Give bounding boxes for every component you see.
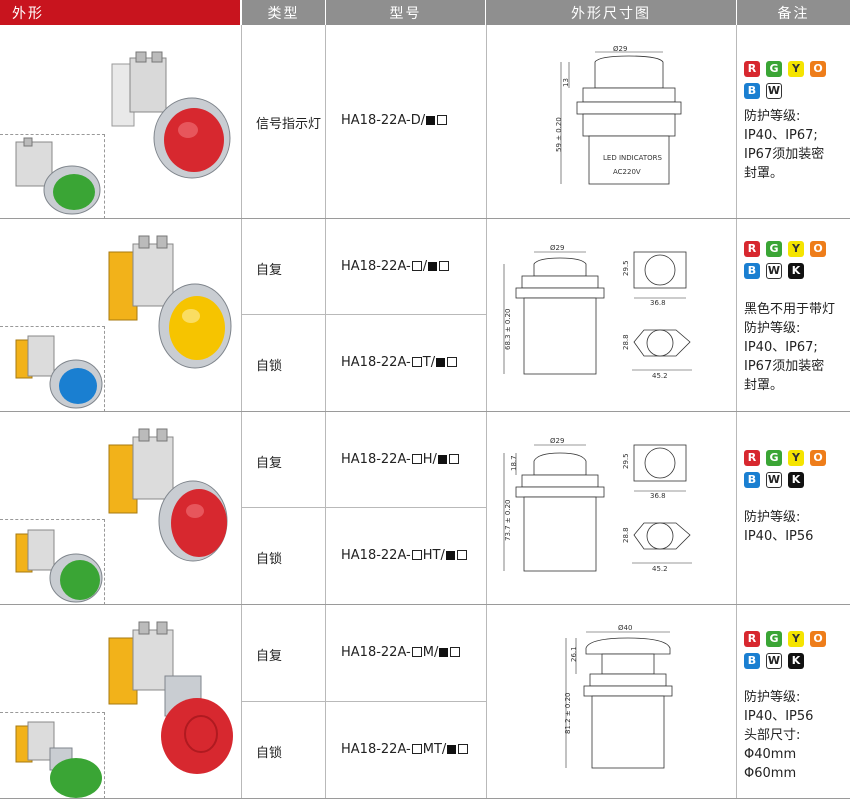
- type-latching-row4: 自锁: [256, 746, 283, 761]
- dimension-drawing-mushroom-button: Ø40 26.1 81.2 ± 0.20: [564, 624, 673, 769]
- svg-text:AC220V: AC220V: [613, 168, 641, 176]
- svg-text:Ø40: Ø40: [618, 624, 632, 632]
- model-signal-lamp: HA18-22A-D/: [341, 113, 448, 128]
- product-image-indicator-small: [15, 137, 101, 215]
- svg-text:Ø29: Ø29: [550, 437, 564, 445]
- color-chip-b: B: [744, 653, 760, 669]
- svg-text:LED INDICATORS: LED INDICATORS: [603, 154, 662, 162]
- type-momentary-row4: 自复: [256, 649, 283, 664]
- svg-text:36.8: 36.8: [650, 299, 666, 307]
- dimension-drawing-extended-button: Ø29 18.7 73.7 ± 0.20 29.5 36.8 28.8 45.2: [503, 437, 692, 573]
- color-chip-g: G: [766, 450, 782, 466]
- header-model: 型号: [326, 0, 485, 25]
- header-appearance: 外形: [0, 0, 240, 25]
- type-momentary-row2: 自复: [256, 263, 283, 278]
- color-chip-k: K: [788, 653, 804, 669]
- svg-text:45.2: 45.2: [652, 372, 668, 380]
- dimension-drawing-signal-lamp: Ø29 LED INDICATORS AC220V 13 59 ± 0.20: [555, 45, 682, 185]
- remarks-row3: 防护等级:IP40、IP56: [744, 510, 814, 544]
- color-chip-o: O: [810, 450, 826, 466]
- model-momentary-row4: HA18-22A-M/: [341, 645, 461, 660]
- color-chip-w: W: [766, 653, 782, 669]
- product-image-extended-button-small: [15, 529, 103, 603]
- color-chip-g: G: [766, 61, 782, 77]
- svg-text:36.8: 36.8: [650, 492, 666, 500]
- model-latching-row2: HA18-22A-T/: [341, 355, 458, 370]
- product-image-flush-button-small: [15, 335, 103, 409]
- color-chip-w: W: [766, 263, 782, 279]
- color-chip-o: O: [810, 241, 826, 257]
- svg-text:68.3 ± 0.20: 68.3 ± 0.20: [504, 309, 512, 351]
- color-chip-k: K: [788, 472, 804, 488]
- model-latching-row3: HA18-22A-HT/: [341, 548, 468, 563]
- type-latching-row2: 自锁: [256, 359, 283, 374]
- color-chip-r: R: [744, 61, 760, 77]
- svg-text:28.8: 28.8: [622, 334, 630, 350]
- color-chip-b: B: [744, 472, 760, 488]
- svg-text:13: 13: [562, 78, 570, 87]
- color-chip-w: W: [766, 83, 782, 99]
- svg-text:Ø29: Ø29: [550, 244, 564, 252]
- remarks-row2: 黑色不用于带灯防护等级:IP40、IP67;IP67须加装密封罩。: [744, 302, 836, 393]
- color-chip-g: G: [766, 241, 782, 257]
- color-chip-w: W: [766, 472, 782, 488]
- color-chip-r: R: [744, 450, 760, 466]
- svg-text:26.1: 26.1: [570, 646, 578, 662]
- color-chip-y: Y: [788, 631, 804, 647]
- product-image-flush-button-large: [108, 235, 232, 369]
- remarks-row1: 防护等级:IP40、IP67;IP67须加装密封罩。: [744, 109, 825, 181]
- type-latching-row3: 自锁: [256, 552, 283, 567]
- svg-text:29.5: 29.5: [622, 453, 630, 469]
- header-remarks: 备注: [737, 0, 850, 25]
- product-image-extended-button-large: [108, 428, 228, 562]
- color-chip-r: R: [744, 241, 760, 257]
- color-chip-y: Y: [788, 241, 804, 257]
- svg-text:59 ± 0.20: 59 ± 0.20: [555, 117, 563, 152]
- header-dimensions: 外形尺寸图: [486, 0, 736, 25]
- color-chip-o: O: [810, 631, 826, 647]
- color-chip-k: K: [788, 263, 804, 279]
- color-chip-y: Y: [788, 450, 804, 466]
- svg-text:45.2: 45.2: [652, 565, 668, 573]
- color-chip-o: O: [810, 61, 826, 77]
- color-chip-y: Y: [788, 61, 804, 77]
- header-type: 类型: [242, 0, 325, 25]
- type-momentary-row3: 自复: [256, 456, 283, 471]
- product-image-indicator-large: [111, 51, 231, 179]
- color-chip-r: R: [744, 631, 760, 647]
- svg-text:28.8: 28.8: [622, 527, 630, 543]
- type-signal-lamp: 信号指示灯: [256, 117, 322, 132]
- model-latching-row4: HA18-22A-MT/: [341, 742, 469, 757]
- svg-text:81.2 ± 0.20: 81.2 ± 0.20: [564, 693, 572, 735]
- model-momentary-row3: HA18-22A-H/: [341, 452, 460, 467]
- color-chip-b: B: [744, 263, 760, 279]
- color-chip-g: G: [766, 631, 782, 647]
- svg-text:18.7: 18.7: [510, 455, 518, 471]
- color-chip-b: B: [744, 83, 760, 99]
- svg-text:29.5: 29.5: [622, 260, 630, 276]
- product-image-mushroom-button-small: [15, 721, 102, 798]
- model-momentary-row2: HA18-22A-/: [341, 259, 450, 274]
- svg-text:Ø29: Ø29: [613, 45, 627, 53]
- svg-text:73.7 ± 0.20: 73.7 ± 0.20: [504, 500, 512, 542]
- dimension-drawing-flush-button: Ø29 68.3 ± 0.20 29.5 36.8 28.8 45.2: [503, 244, 692, 380]
- product-image-mushroom-button-large: [108, 621, 233, 774]
